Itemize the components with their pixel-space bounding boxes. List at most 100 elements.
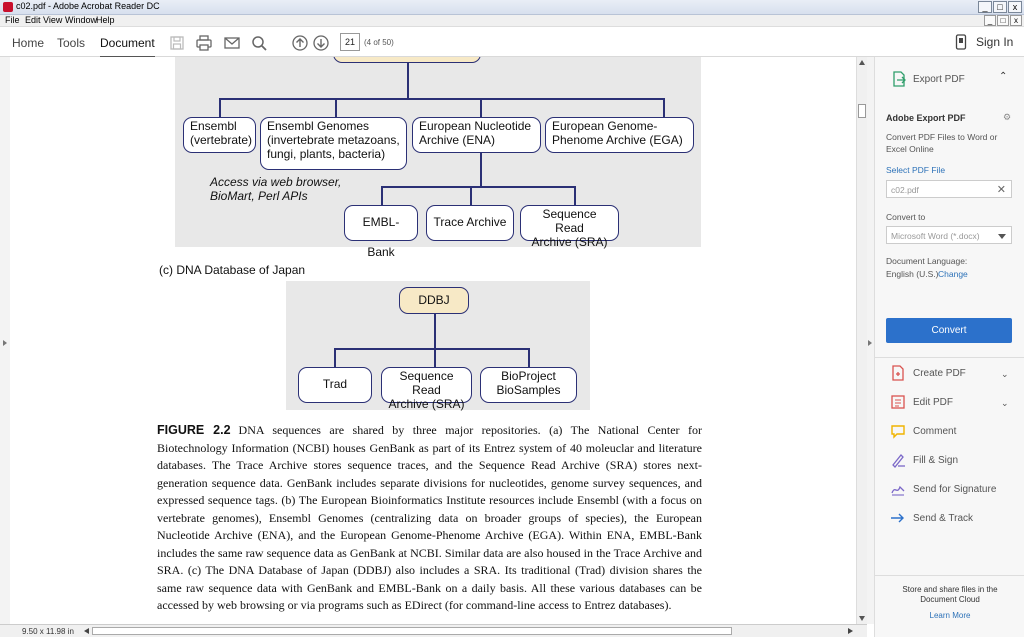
select-pdf-file-link[interactable]: Select PDF File xyxy=(886,165,946,175)
tool-label: Edit PDF xyxy=(913,397,954,408)
selected-file-name: c02.pdf xyxy=(891,185,919,195)
acrobat-icon xyxy=(3,2,13,12)
convert-button[interactable]: Convert xyxy=(886,318,1012,343)
tool-send-for-signature[interactable]: Send for Signature xyxy=(875,480,1024,500)
connector xyxy=(663,98,665,117)
connector xyxy=(381,186,575,188)
collapse-chevron-icon[interactable]: ⌃ xyxy=(999,71,1008,82)
page-up-icon[interactable] xyxy=(291,34,309,52)
scroll-right-icon[interactable] xyxy=(848,628,853,634)
tool-edit-pdf[interactable]: Edit PDF ⌄ xyxy=(875,393,1024,413)
page-count: (4 of 50) xyxy=(364,38,394,47)
selected-file-field[interactable]: c02.pdf ✕ xyxy=(886,180,1012,198)
doc-language-value: English (U.S.) xyxy=(886,269,939,279)
connector xyxy=(434,314,436,348)
right-panel-toggle[interactable] xyxy=(867,57,874,624)
connector xyxy=(335,98,337,117)
tool-comment[interactable]: Comment xyxy=(875,422,1024,442)
connector xyxy=(334,348,529,350)
convert-to-select[interactable]: Microsoft Word (*.docx) xyxy=(886,226,1012,244)
scroll-left-icon[interactable] xyxy=(84,628,89,634)
window-controls: _ □ x xyxy=(978,1,1022,13)
connector xyxy=(219,98,221,117)
clear-file-icon[interactable]: ✕ xyxy=(996,184,1006,196)
horizontal-scrollbar[interactable]: 9.50 x 11.98 in xyxy=(0,624,867,637)
page-number-input[interactable]: 21 xyxy=(340,33,360,51)
connector xyxy=(434,348,436,367)
fill-sign-icon xyxy=(890,452,906,468)
page-size-label: 9.50 x 11.98 in xyxy=(22,627,74,636)
connector xyxy=(219,98,664,100)
doc-maximize-button[interactable]: □ xyxy=(997,15,1009,26)
email-icon[interactable] xyxy=(223,34,241,52)
toolbar: Home Tools Document 21 (4 of 50) Sign In xyxy=(0,28,1024,58)
sign-in-button[interactable]: Sign In xyxy=(976,35,1014,49)
tool-send-track[interactable]: Send & Track xyxy=(875,509,1024,529)
left-panel-toggle[interactable] xyxy=(0,57,10,624)
save-icon[interactable] xyxy=(168,34,186,52)
node-ena: European Nucleotide Archive (ENA) xyxy=(412,117,541,153)
caption-text: DNA sequences are shared by three major … xyxy=(157,423,702,612)
document-window-controls: _ □ x xyxy=(984,15,1022,26)
promo-text: Store and share files in the Document Cl… xyxy=(902,585,998,604)
doc-language-label: Document Language: xyxy=(886,256,968,266)
menu-file[interactable]: File xyxy=(5,15,20,25)
connector xyxy=(470,186,472,206)
tab-tools[interactable]: Tools xyxy=(57,36,86,50)
minimize-button[interactable]: _ xyxy=(978,1,992,13)
node-trad: Trad xyxy=(298,367,372,403)
figure-label: FIGURE 2.2 xyxy=(157,423,231,437)
section-c-label: (c) DNA Database of Japan xyxy=(159,263,306,277)
page-down-icon[interactable] xyxy=(312,34,330,52)
node-sra-ebi: Sequence Read Archive (SRA) xyxy=(520,205,619,249)
learn-more-link[interactable]: Learn More xyxy=(929,611,971,620)
node-ensembl-genomes: Ensembl Genomes (invertebrate metazoans,… xyxy=(260,117,407,170)
tab-home[interactable]: Home xyxy=(12,36,45,50)
window-title: c02.pdf - Adobe Acrobat Reader DC xyxy=(16,1,160,11)
scroll-thumb[interactable] xyxy=(858,104,866,118)
connector xyxy=(528,348,530,367)
document-view[interactable]: Ensembl (vertebrate) Ensembl Genomes (in… xyxy=(10,57,856,624)
doc-minimize-button[interactable]: _ xyxy=(984,15,996,26)
tools-pane: Export PDF ⌃ Adobe Export PDF ⚙ Convert … xyxy=(874,57,1024,637)
tool-label: Fill & Sign xyxy=(913,455,959,466)
phone-icon[interactable] xyxy=(955,34,967,50)
access-note: Access via web browser, BioMart, Perl AP… xyxy=(210,175,342,203)
print-icon[interactable] xyxy=(195,34,213,52)
close-button[interactable]: x xyxy=(1008,1,1022,13)
horizontal-scroll-thumb[interactable] xyxy=(92,627,732,635)
tool-label: Send for Signature xyxy=(913,484,997,495)
title-bar: c02.pdf - Adobe Acrobat Reader DC _ □ x xyxy=(0,0,1024,15)
tab-document[interactable]: Document xyxy=(100,36,155,58)
collapse-panel-icon xyxy=(868,340,872,346)
convert-to-value: Microsoft Word (*.docx) xyxy=(891,231,980,241)
export-pdf-icon xyxy=(891,71,907,90)
chevron-down-icon[interactable]: ⌄ xyxy=(1001,398,1009,408)
scroll-down-icon[interactable] xyxy=(859,616,865,621)
connector xyxy=(407,63,409,99)
doc-close-button[interactable]: x xyxy=(1010,15,1022,26)
divider xyxy=(875,357,1024,358)
menu-view[interactable]: View xyxy=(43,15,63,25)
tool-fill-sign[interactable]: Fill & Sign xyxy=(875,451,1024,471)
maximize-button[interactable]: □ xyxy=(993,1,1007,13)
tool-create-pdf[interactable]: Create PDF ⌄ xyxy=(875,364,1024,384)
menu-edit[interactable]: Edit xyxy=(25,15,41,25)
menu-window[interactable]: Window xyxy=(65,15,98,25)
export-pdf-header[interactable]: Export PDF ⌃ xyxy=(875,57,1024,99)
expand-left-icon xyxy=(3,340,7,346)
search-icon[interactable] xyxy=(250,34,268,52)
export-settings-icon[interactable]: ⚙ xyxy=(1003,112,1012,122)
adobe-export-title: Adobe Export PDF xyxy=(886,113,966,123)
change-language-link[interactable]: Change xyxy=(938,269,968,279)
dropdown-arrow-icon xyxy=(998,234,1006,239)
chevron-down-icon[interactable]: ⌄ xyxy=(1001,369,1009,379)
connector xyxy=(381,186,383,206)
vertical-scrollbar[interactable] xyxy=(856,57,867,624)
menu-help[interactable]: Help xyxy=(96,15,115,25)
tool-label: Comment xyxy=(913,426,957,437)
scroll-up-icon[interactable] xyxy=(859,60,865,65)
divider xyxy=(875,575,1024,576)
connector xyxy=(574,186,576,206)
